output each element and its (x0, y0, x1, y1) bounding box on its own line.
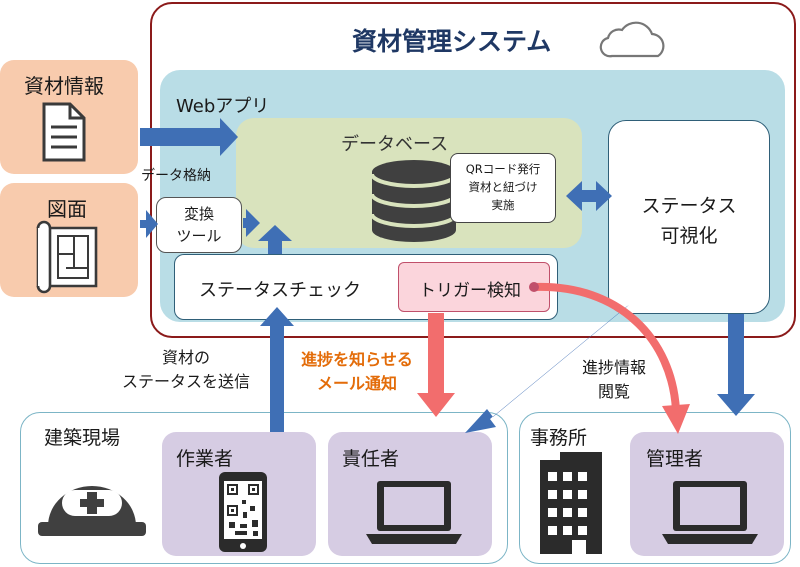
worker-label: 作業者 (176, 448, 234, 470)
supervisor-label: 責任者 (342, 448, 400, 470)
converter-line-1: 変換 (183, 205, 214, 223)
web-app-label: Webアプリ (176, 96, 270, 117)
qr-line-1: QRコード発行 (465, 162, 541, 176)
progress-mail-line-2: メール通知 (316, 374, 397, 393)
status-viz-line-2: 可視化 (660, 225, 718, 247)
drawing-label: 図面 (47, 197, 87, 221)
send-status-label: 資材の ステータスを送信 (102, 346, 270, 394)
progress-view-line-2: 閲覧 (597, 382, 630, 401)
qr-issue-box: QRコード発行 資材と紐づけ 実施 (450, 153, 556, 223)
converter-tool-box: 変換 ツール (156, 197, 242, 253)
data-store-label: データ格納 (141, 168, 211, 184)
progress-mail-line-1: 進捗を知らせる (301, 350, 413, 369)
progress-view-line-1: 進捗情報 (581, 358, 646, 377)
progress-mail-label: 進捗を知らせる メール通知 (285, 348, 429, 396)
send-status-line-2: ステータスを送信 (121, 372, 250, 391)
progress-view-label: 進捗情報 閲覧 (566, 356, 662, 404)
database-label: データベース (341, 134, 449, 155)
manager-label: 管理者 (646, 448, 704, 470)
status-viz-line-1: ステータス (641, 195, 737, 217)
converter-line-2: ツール (176, 227, 222, 245)
site-label: 建築現場 (44, 427, 121, 449)
send-status-line-1: 資材の (161, 348, 210, 367)
qr-line-3: 実施 (491, 198, 515, 212)
status-visualization-box: ステータス 可視化 (608, 120, 770, 314)
status-check-label: ステータスチェック (199, 280, 361, 301)
system-title: 資材管理システム (352, 27, 552, 56)
qr-line-2: 資材と紐づけ (468, 180, 538, 194)
material-info-label: 資材情報 (24, 74, 104, 98)
trigger-label: トリガー検知 (419, 281, 521, 301)
office-label: 事務所 (530, 427, 588, 449)
